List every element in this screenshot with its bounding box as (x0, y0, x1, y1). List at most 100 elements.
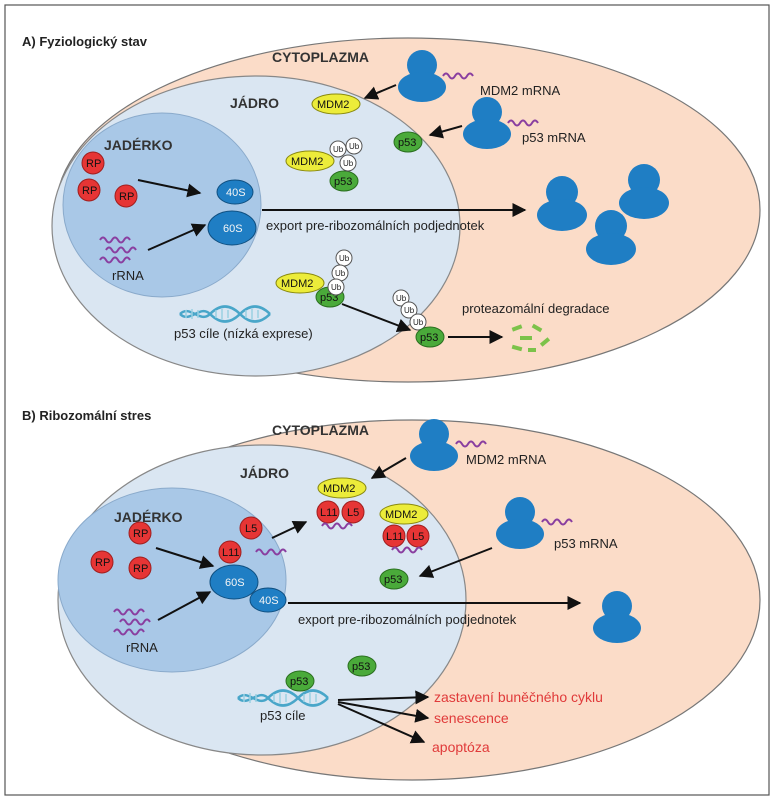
mdm2-p53-ub-complex: MDM2 p53 Ub Ub Ub (275, 249, 353, 308)
subunit-60s: 60S (209, 564, 259, 600)
ribosome (537, 176, 587, 231)
svg-text:p53: p53 (290, 676, 308, 688)
cytoplasm-label-a: CYTOPLAZMA (272, 49, 369, 65)
svg-text:Ub: Ub (333, 145, 344, 154)
panel-a-title: A) Fyziologický stav (22, 34, 148, 49)
ribosome (593, 591, 641, 643)
targets-label-b: p53 cíle (260, 708, 306, 723)
mdm2-protein: MDM2 (311, 93, 361, 115)
nucleolus-b (57, 487, 287, 673)
degradation-label: proteazomální degradace (462, 301, 609, 316)
svg-text:p53: p53 (384, 574, 402, 586)
svg-text:p53: p53 (334, 176, 352, 188)
outcome-arrow-senescence (337, 701, 430, 723)
nucleolus-label-b: JADÉRKO (114, 509, 183, 525)
degradation-route-arrow (341, 303, 412, 333)
degraded-fragments-icon (511, 323, 551, 352)
panel-b-title: B) Ribozomální stres (22, 408, 151, 423)
svg-text:RP: RP (86, 158, 101, 170)
svg-text:RP: RP (133, 563, 148, 575)
svg-text:RP: RP (133, 528, 148, 540)
svg-text:RP: RP (119, 191, 134, 203)
svg-text:MDM2: MDM2 (291, 156, 323, 168)
svg-text:60S: 60S (223, 223, 243, 235)
outcome-arrow-apoptosis (337, 703, 426, 744)
ribosome-p53-mrna (463, 97, 511, 149)
mdm2-mrna-label-b: MDM2 mRNA (466, 452, 546, 467)
mdm2-import-arrow (363, 84, 397, 100)
ribosome-mdm2-mrna (410, 419, 458, 471)
mdm2-import-arrow-b (370, 457, 407, 479)
svg-text:MDM2: MDM2 (281, 278, 313, 290)
subunit-40s: 40S (249, 587, 287, 613)
svg-text:Ub: Ub (413, 318, 424, 327)
rrna-label-b: rRNA (126, 640, 158, 655)
p53-import-arrow (428, 124, 463, 139)
svg-text:Ub: Ub (349, 142, 360, 151)
svg-text:60S: 60S (225, 577, 245, 589)
outcome-arrow-cell-cycle (337, 690, 430, 705)
rp-protein: RP (81, 151, 105, 175)
rrna-to-subunit-arrow-b (157, 591, 212, 621)
subunit-40s: 40S (216, 179, 254, 205)
mdm2-l11-l5-complex: MDM2 L11 L5 (316, 477, 367, 530)
svg-text:RP: RP (82, 185, 97, 197)
svg-text:L5: L5 (245, 523, 257, 535)
ribosome-mdm2-mrna (398, 50, 446, 102)
ribosome (586, 210, 636, 265)
outcome-apoptosis: apoptóza (432, 739, 490, 755)
l11-protein: L11 (218, 540, 242, 564)
ribosome-p53-mrna (496, 497, 544, 549)
svg-text:p53: p53 (352, 661, 370, 673)
subunit-60s: 60S (207, 210, 257, 246)
mdm2-p53-complex: MDM2 p53 Ub Ub Ub (285, 137, 363, 192)
p53-protein: p53 (347, 655, 377, 677)
svg-text:L11: L11 (386, 531, 404, 543)
svg-text:40S: 40S (259, 595, 279, 607)
targets-label-a: p53 cíle (nízká exprese) (174, 326, 313, 341)
ribosome (619, 164, 669, 219)
svg-text:Ub: Ub (339, 254, 350, 263)
svg-text:L5: L5 (412, 531, 424, 543)
svg-text:Ub: Ub (331, 283, 342, 292)
svg-text:MDM2: MDM2 (385, 509, 417, 521)
svg-text:40S: 40S (226, 187, 246, 199)
rp-protein: RP (114, 184, 138, 208)
svg-text:p53: p53 (420, 332, 438, 344)
p53-protein: p53 (393, 131, 423, 153)
p53-protein-bound: p53 (285, 670, 315, 692)
l5-protein: L5 (239, 516, 263, 540)
cytoplasm-label-b: CYTOPLAZMA (272, 422, 369, 438)
p53-mrna-label-a: p53 mRNA (522, 130, 586, 145)
svg-text:L5: L5 (347, 507, 359, 519)
p53-import-arrow-b (418, 547, 493, 578)
rrna-label-a: rRNA (112, 268, 144, 283)
svg-text:MDM2: MDM2 (323, 483, 355, 495)
svg-text:Ub: Ub (396, 294, 407, 303)
svg-text:Ub: Ub (404, 306, 415, 315)
ubiquitinated-p53: Ub Ub Ub p53 (392, 289, 445, 348)
rp-to-subunit-arrow-b (155, 547, 215, 569)
mdm2-mrna-label-a: MDM2 mRNA (480, 83, 560, 98)
rrna-to-subunit-arrow (147, 223, 207, 251)
mdm2-l11-l5-complex: MDM2 L11 L5 (379, 503, 430, 554)
rp-protein: RP (77, 178, 101, 202)
svg-text:L11: L11 (222, 547, 240, 559)
nucleus-label-a: JÁDRO (230, 95, 279, 111)
p53-mrna-label-b: p53 mRNA (554, 536, 618, 551)
svg-text:Ub: Ub (343, 159, 354, 168)
export-label-a: export pre-ribozomálních podjednotek (266, 218, 485, 233)
l5-l11-to-nucleus-arrow (271, 521, 308, 539)
nucleolus-label-a: JADÉRKO (104, 137, 173, 153)
p53-protein: p53 (379, 568, 409, 590)
rp-protein: RP (90, 550, 114, 574)
svg-text:Ub: Ub (335, 269, 346, 278)
outcome-senescence: senescence (434, 710, 509, 726)
nucleus-label-b: JÁDRO (240, 465, 289, 481)
outcome-cell-cycle-arrest: zastavení buněčného cyklu (434, 689, 603, 705)
rp-protein: RP (128, 556, 152, 580)
rp-protein: RP (128, 521, 152, 545)
svg-text:L11: L11 (320, 507, 338, 519)
svg-text:p53: p53 (398, 137, 416, 149)
